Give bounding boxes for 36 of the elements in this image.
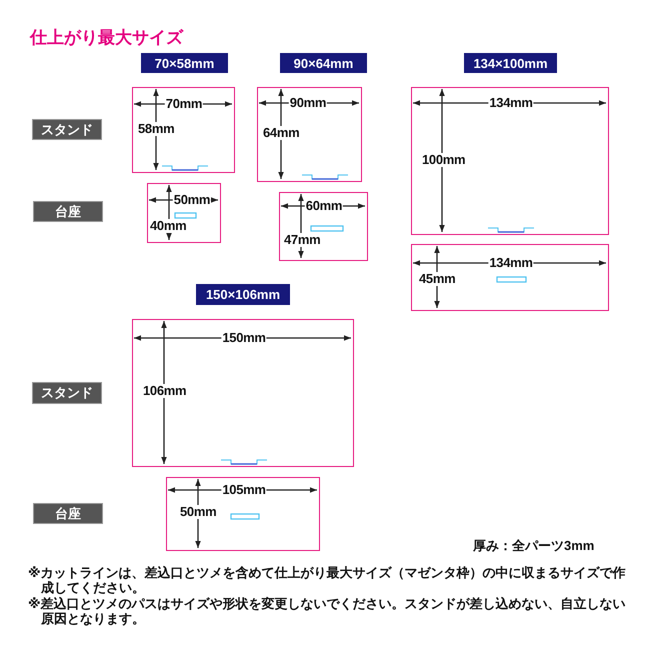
dimension-label: 100mm [422, 153, 466, 167]
dimension-label: 150mm [221, 331, 267, 345]
dimension-label: 60mm [304, 199, 344, 213]
part-label: 台座 [33, 201, 103, 222]
dimension-label: 70mm [164, 97, 204, 111]
dimension-label: 90mm [288, 96, 328, 110]
cut-outline [411, 244, 609, 311]
dimension-label: 58mm [138, 122, 174, 136]
title: 仕上がり最大サイズ [30, 27, 183, 49]
cut-outline [411, 87, 609, 235]
note-text: ※カットラインは、差込口とツメを含めて仕上がり最大サイズ（マゼンタ枠）の中に収まるサイズで作成してください。 [28, 565, 627, 595]
cut-outline [257, 87, 362, 182]
dimension-label: 50mm [172, 193, 212, 207]
dimension-label: 105mm [221, 483, 267, 497]
dimension-label: 134mm [488, 256, 534, 270]
note-text: ※差込口とツメのパスはサイズや形状を変更しないでください。スタンドが差し込めない、自立しない原因となります。 [28, 596, 627, 626]
part-label: 台座 [33, 503, 103, 524]
dimension-label: 134mm [488, 96, 534, 110]
cut-outline [132, 319, 354, 467]
size-header: 134×100mm [464, 53, 557, 73]
size-header: 70×58mm [141, 53, 228, 73]
dimension-label: 106mm [143, 384, 186, 398]
part-label: スタンド [32, 119, 102, 140]
cut-outline [132, 87, 235, 173]
dimension-label: 47mm [284, 233, 320, 247]
size-header: 90×64mm [280, 53, 367, 73]
thickness-note: 厚み：全パーツ3mm [473, 538, 596, 553]
dimension-label: 50mm [180, 505, 216, 519]
dimension-label: 40mm [150, 219, 186, 233]
dimension-label: 45mm [419, 272, 456, 286]
size-header: 150×106mm [196, 284, 290, 305]
part-label: スタンド [32, 382, 102, 404]
cut-outline [279, 192, 368, 261]
cut-outline [166, 477, 320, 551]
dimension-label: 64mm [263, 126, 300, 140]
cut-outline [147, 183, 221, 243]
